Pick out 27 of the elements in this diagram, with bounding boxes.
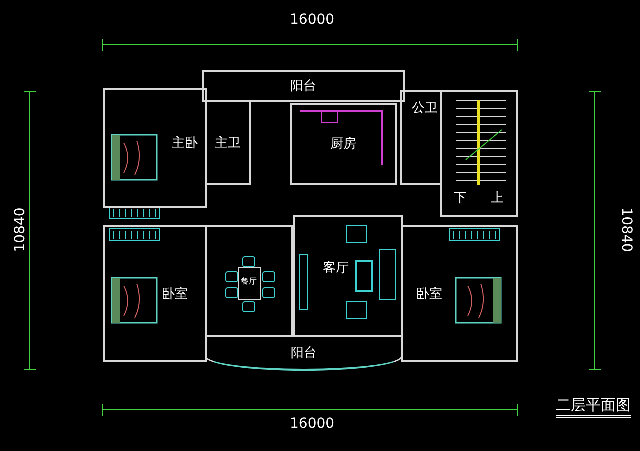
dimension-text: 16000 xyxy=(290,416,335,432)
room-name: 餐厅 xyxy=(241,276,257,286)
room-name: 客厅 xyxy=(323,260,349,277)
room-outline xyxy=(103,225,207,362)
room-name: 主卧 xyxy=(172,135,198,152)
room-outline xyxy=(290,103,397,185)
stair-direction-text: 上 xyxy=(491,190,504,207)
room-outline xyxy=(205,100,251,185)
room-name: 卧室 xyxy=(416,286,442,302)
room-name: 阳台 xyxy=(291,345,317,362)
stair-well xyxy=(440,90,518,217)
room-name: 卧室 xyxy=(162,286,188,302)
room-name: 阳台 xyxy=(290,78,316,95)
drawing-caption: 二层平面图 xyxy=(556,396,631,418)
room-outline xyxy=(202,70,405,102)
dimension-text: 10840 xyxy=(618,208,634,252)
room-outline xyxy=(293,215,403,337)
room-outline xyxy=(401,225,518,362)
dimension-text: 16000 xyxy=(290,12,335,28)
room-outline xyxy=(103,88,207,208)
stair-direction-text: 下 xyxy=(454,190,467,207)
room-name: 厨房 xyxy=(330,136,356,153)
room-outline xyxy=(205,225,293,337)
room-outline xyxy=(400,90,442,185)
dimension-text: 10840 xyxy=(12,208,28,252)
room-name: 公卫 xyxy=(412,100,438,116)
room-name: 主卫 xyxy=(215,134,241,152)
